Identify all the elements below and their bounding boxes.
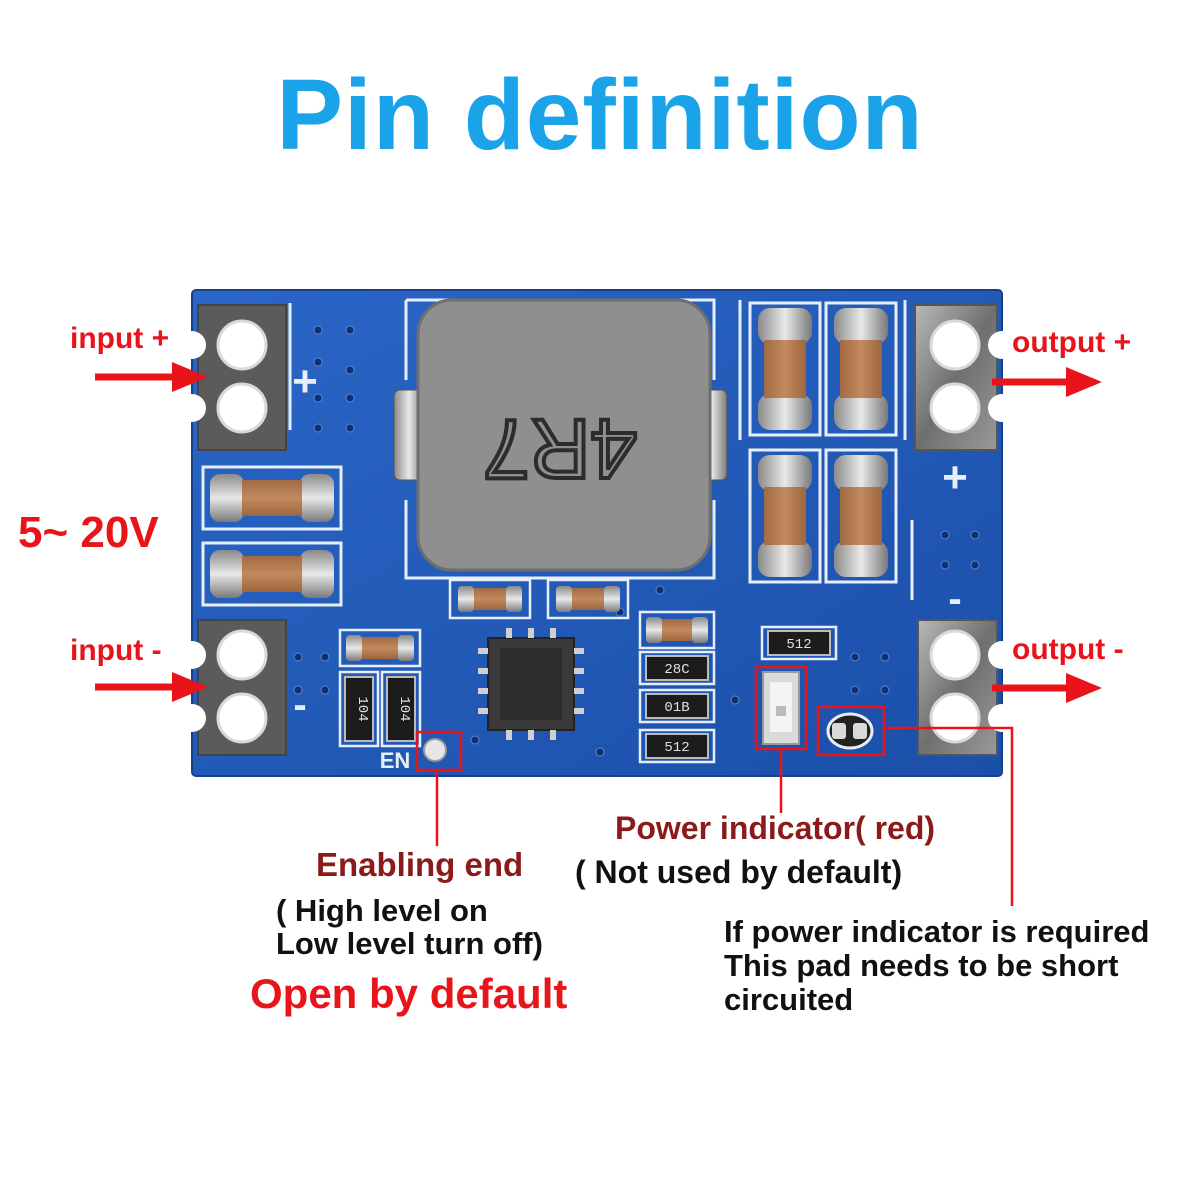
arrow-output-minus (992, 673, 1102, 703)
small-capacitor-4 (338, 628, 422, 668)
resistor-28c-marking: 28C (664, 662, 689, 678)
resistor-104-right-marking: 104 (396, 696, 412, 721)
resistor-104-left-marking: 104 (354, 696, 370, 721)
resistor-01b-marking: 01B (664, 700, 689, 716)
regulator-ic (478, 628, 584, 740)
board-plus-right: + (942, 453, 968, 502)
pad-note-line-1: If power indicator is required (724, 914, 1150, 949)
output-capacitor-3 (748, 448, 822, 584)
input-plus-pad (178, 304, 287, 451)
input-plus-label: input + (70, 322, 170, 355)
small-capacitor-3 (638, 610, 716, 650)
resistor-104-left: 104 (338, 670, 380, 748)
resistor-512-right-marking: 512 (786, 637, 811, 653)
resistor-512-center: 512 (638, 728, 716, 764)
input-minus-pad (178, 619, 287, 756)
pad-note-line-3: circuited (724, 982, 854, 1017)
resistor-28c: 28C (638, 650, 716, 686)
resistor-512-center-marking: 512 (664, 740, 689, 756)
pad-note-line-2: This pad needs to be short (724, 948, 1119, 983)
enabling-note-line-1: ( High level on (276, 893, 488, 928)
enable-pin-label: EN (380, 748, 411, 773)
input-capacitor-2 (201, 541, 343, 607)
inductor: 4R7 (393, 298, 728, 572)
output-minus-pad (917, 619, 1016, 756)
page-title: Pin definition (276, 59, 924, 171)
board-minus-right: - (948, 577, 961, 621)
output-plus-label: output + (1012, 326, 1132, 359)
enable-pin: EN (380, 730, 463, 773)
pad-callout-line (884, 726, 1014, 906)
voltage-range-label: 5~ 20V (18, 508, 159, 557)
not-used-label: ( Not used by default) (575, 854, 903, 890)
enabling-end-label: Enabling end (316, 846, 524, 883)
board-plus-left: + (292, 357, 318, 406)
resistor-01b: 01B (638, 688, 716, 724)
output-capacitor-1 (748, 301, 822, 437)
output-minus-label: output - (1012, 633, 1124, 666)
arrow-input-plus (95, 362, 208, 392)
board-minus-left: - (293, 683, 306, 727)
arrow-input-minus (95, 672, 208, 702)
open-by-default-label: Open by default (250, 970, 568, 1017)
inductor-marking: 4R7 (483, 402, 637, 496)
solder-jumper-pad (816, 705, 886, 757)
small-capacitor-2 (546, 578, 630, 620)
output-plus-pad (914, 304, 1016, 451)
arrow-output-plus (992, 367, 1102, 397)
enabling-note-line-2: Low level turn off) (276, 926, 543, 961)
resistor-512-right: 512 (760, 625, 838, 661)
power-led (754, 665, 808, 751)
output-capacitor-4 (824, 448, 898, 584)
input-minus-label: input - (70, 634, 162, 667)
power-indicator-label: Power indicator( red) (615, 810, 936, 846)
small-capacitor-1 (448, 578, 532, 620)
resistor-104-right: 104 (380, 670, 422, 748)
input-capacitor-1 (201, 465, 343, 531)
output-capacitor-2 (824, 301, 898, 437)
